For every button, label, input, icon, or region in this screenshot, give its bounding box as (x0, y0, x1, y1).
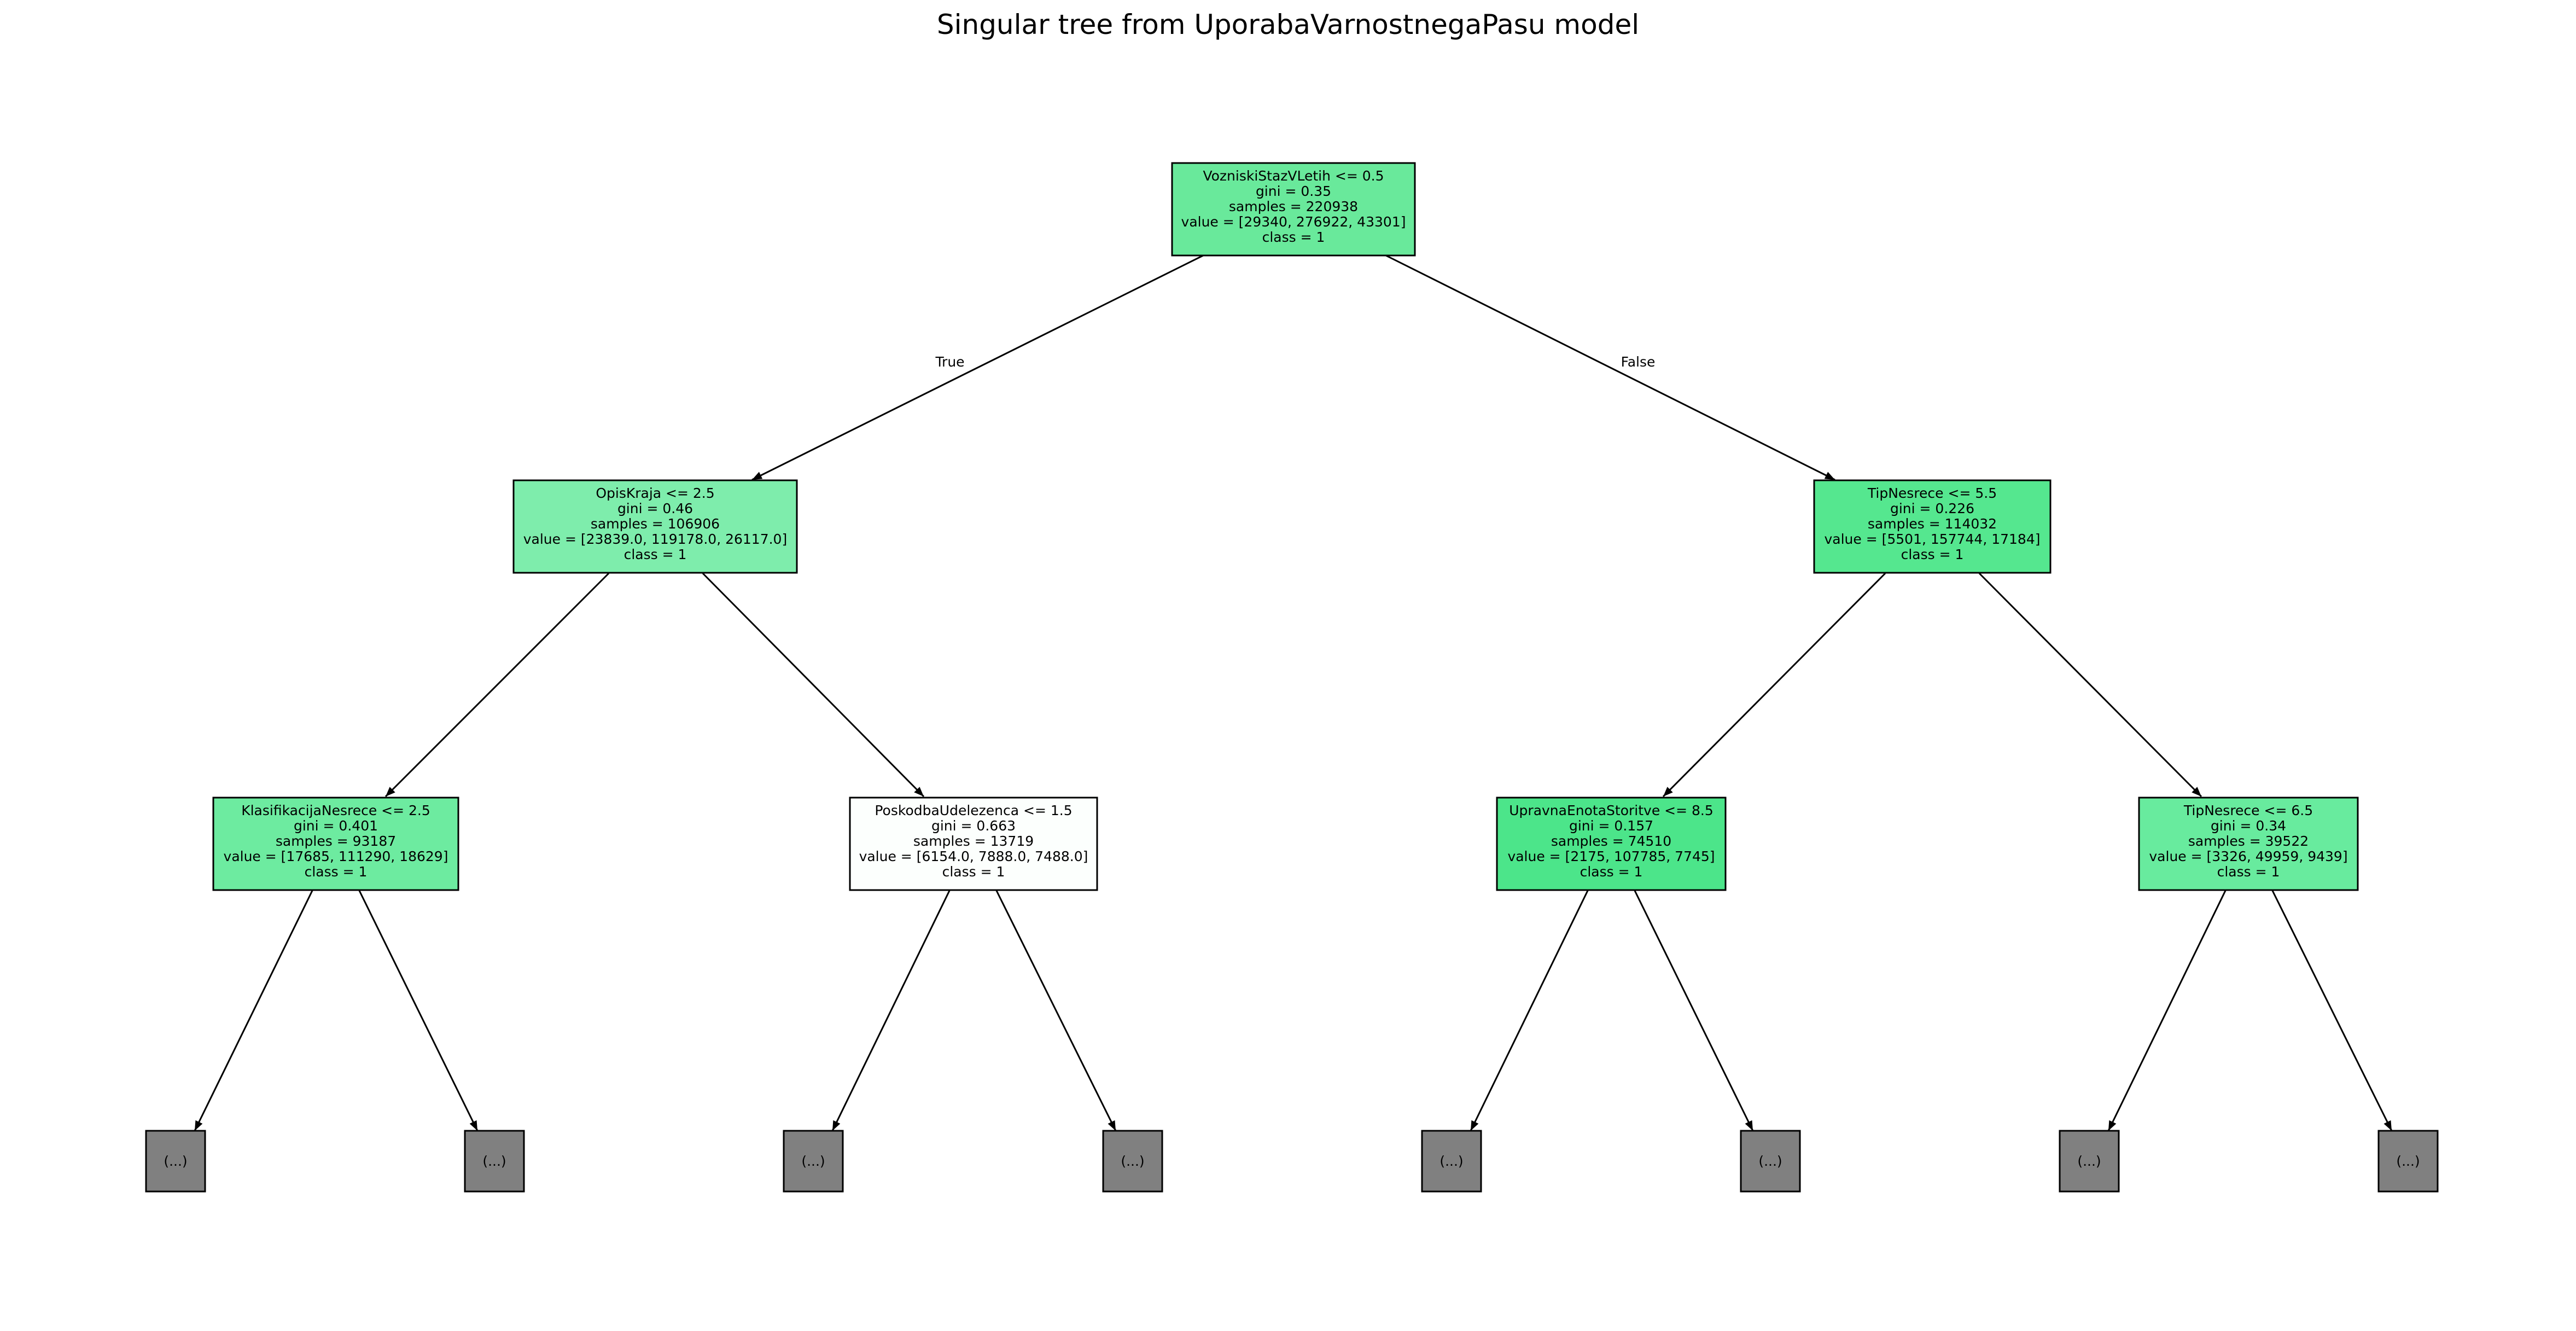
node-split-label: VozniskiStazVLetih <= 0.5 (1203, 168, 1384, 184)
node-value: value = [29340, 276922, 43301] (1181, 214, 1406, 230)
leaf-label: (...) (1758, 1153, 1782, 1169)
truncated-leaf-5: (...) (1421, 1130, 1482, 1193)
node-class: class = 1 (1262, 229, 1325, 245)
edge-n5-l5 (1470, 890, 1589, 1131)
node-split-label: UpravnaEnotaStoritve <= 8.5 (1509, 803, 1714, 818)
diagram-title: Singular tree from UporabaVarnostnegaPas… (937, 9, 1639, 40)
node-class: class = 1 (624, 547, 687, 562)
leaf-label: (...) (482, 1153, 506, 1169)
truncated-leaf-3: (...) (783, 1130, 844, 1193)
tree-node-n4: PoskodbaUdelezenca <= 1.5 gini = 0.663 s… (849, 797, 1098, 891)
node-samples: samples = 114032 (1868, 516, 1997, 532)
truncated-leaf-4: (...) (1102, 1130, 1163, 1193)
tree-node-n6: TipNesrece <= 6.5 gini = 0.34 samples = … (2138, 797, 2359, 891)
node-value: value = [6154.0, 7888.0, 7488.0] (859, 848, 1088, 864)
edge-n3-l2 (358, 890, 479, 1131)
node-class: class = 1 (1580, 864, 1643, 880)
node-gini: gini = 0.663 (931, 818, 1016, 834)
node-samples: samples = 39522 (2188, 833, 2309, 849)
leaf-label: (...) (164, 1153, 187, 1169)
leaf-label: (...) (1439, 1153, 1463, 1169)
truncated-leaf-1: (...) (145, 1130, 206, 1193)
node-gini: gini = 0.35 (1256, 183, 1331, 199)
node-gini: gini = 0.46 (617, 501, 693, 516)
node-box (1496, 797, 1727, 891)
node-value: value = [23839.0, 119178.0, 26117.0] (523, 531, 787, 547)
truncated-leaf-8: (...) (2377, 1130, 2439, 1193)
edge-n2-n5 (1662, 572, 1886, 798)
node-box (849, 797, 1098, 891)
edge-n3-l1 (194, 890, 313, 1131)
node-value: value = [5501, 157744, 17184] (1824, 531, 2040, 547)
leaf-box (1740, 1130, 1801, 1193)
node-class: class = 1 (2217, 864, 2280, 880)
leaf-box (145, 1130, 206, 1193)
node-samples: samples = 74510 (1551, 833, 1671, 849)
tree-node-n5: UpravnaEnotaStoritve <= 8.5 gini = 0.157… (1496, 797, 1727, 891)
edge-n1-n3 (384, 572, 610, 798)
truncated-leaf-2: (...) (464, 1130, 525, 1193)
node-samples: samples = 220938 (1229, 199, 1358, 214)
node-gini: gini = 0.226 (1890, 501, 1974, 516)
node-split-label: PoskodbaUdelezenca <= 1.5 (875, 803, 1072, 818)
truncated-leaf-7: (...) (2059, 1130, 2120, 1193)
leaf-box (464, 1130, 525, 1193)
leaf-box (2377, 1130, 2439, 1193)
leaf-label: (...) (801, 1153, 825, 1169)
edge-label-false: False (1621, 354, 1656, 370)
node-samples: samples = 93187 (276, 833, 396, 849)
truncated-leaves: (...) (...) (...) (...) (...) (...) (...… (145, 1130, 2439, 1193)
node-samples: samples = 13719 (913, 833, 1034, 849)
leaf-label: (...) (1121, 1153, 1144, 1169)
leaf-box (783, 1130, 844, 1193)
tree-node-n1: OpisKraja <= 2.5 gini = 0.46 samples = 1… (512, 479, 798, 574)
node-class: class = 1 (1901, 547, 1964, 562)
node-value: value = [3326, 49959, 9439] (2149, 848, 2347, 864)
node-class: class = 1 (942, 864, 1005, 880)
node-gini: gini = 0.157 (1569, 818, 1653, 834)
tree-node-root: VozniskiStazVLetih <= 0.5 gini = 0.35 sa… (1171, 162, 1416, 257)
edge-n4-l4 (995, 890, 1117, 1131)
node-box (1813, 479, 2052, 574)
node-value: value = [2175, 107785, 7745] (1507, 848, 1715, 864)
node-split-label: OpisKraja <= 2.5 (596, 485, 714, 501)
leaf-box (1102, 1130, 1163, 1193)
leaf-box (2059, 1130, 2120, 1193)
edge-n4-l3 (831, 890, 951, 1131)
edges (194, 254, 2393, 1131)
edge-root-n1 (751, 254, 1204, 481)
edge-n5-l6 (1634, 890, 1754, 1131)
node-box (1171, 162, 1416, 257)
leaf-label: (...) (2077, 1153, 2101, 1169)
edge-n1-n4 (702, 572, 925, 798)
node-split-label: TipNesrece <= 5.5 (1867, 485, 1997, 501)
node-class: class = 1 (305, 864, 368, 880)
node-split-label: TipNesrece <= 6.5 (2183, 803, 2313, 818)
node-split-label: KlasifikacijaNesrece <= 2.5 (241, 803, 430, 818)
tree-node-n3: KlasifikacijaNesrece <= 2.5 gini = 0.401… (212, 797, 459, 891)
leaf-label: (...) (2396, 1153, 2420, 1169)
edge-n6-l7 (2107, 890, 2227, 1131)
edge-n2-n6 (1978, 572, 2202, 798)
node-box (2138, 797, 2359, 891)
node-box (212, 797, 459, 891)
tree-node-n2: TipNesrece <= 5.5 gini = 0.226 samples =… (1813, 479, 2052, 574)
node-gini: gini = 0.401 (294, 818, 378, 834)
node-gini: gini = 0.34 (2211, 818, 2286, 834)
node-value: value = [17685, 111290, 18629] (224, 848, 448, 864)
edge-n6-l8 (2271, 890, 2393, 1131)
node-samples: samples = 106906 (591, 516, 720, 532)
edge-label-true: True (935, 354, 964, 370)
node-box (512, 479, 798, 574)
truncated-leaf-6: (...) (1740, 1130, 1801, 1193)
edge-root-n2 (1385, 254, 1835, 481)
leaf-box (1421, 1130, 1482, 1193)
